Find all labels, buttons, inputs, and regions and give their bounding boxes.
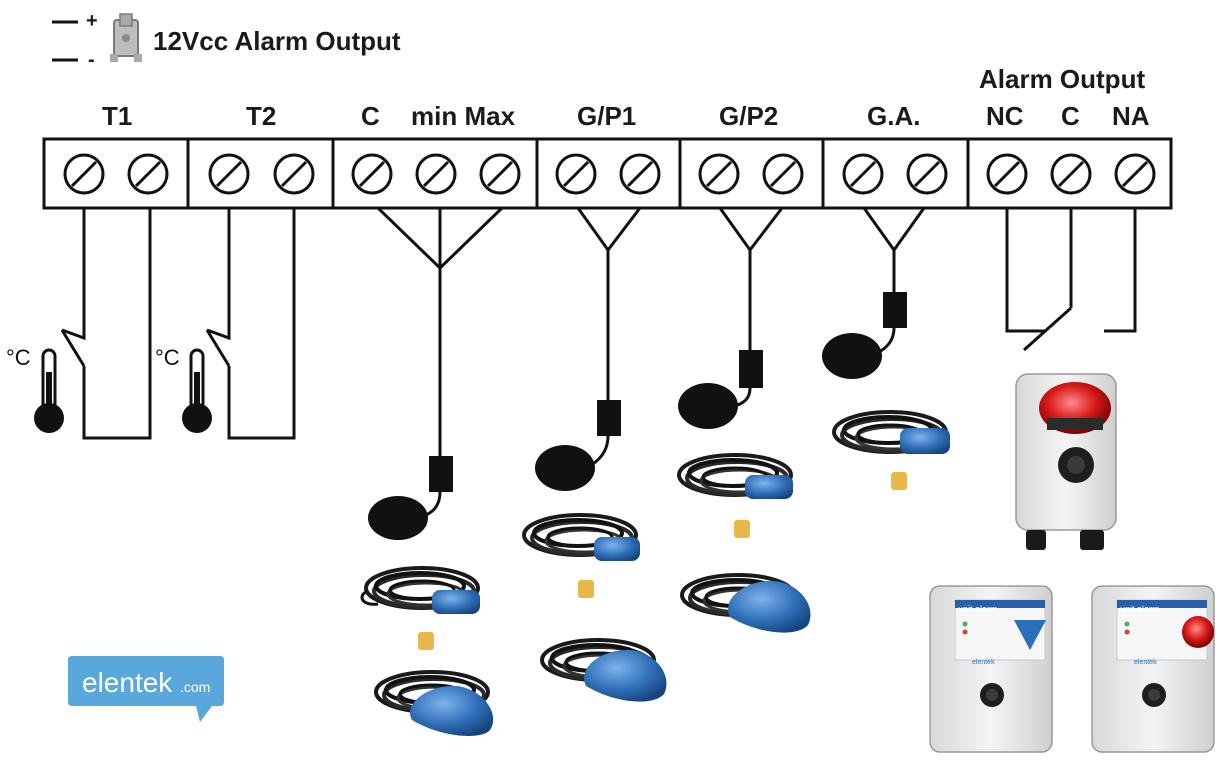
logo-name: elentek <box>82 667 173 698</box>
terminal-label-c2: C <box>1061 101 1080 131</box>
alarm-output-header: Alarm Output <box>979 64 1145 94</box>
panel-brand: elentek <box>972 659 995 666</box>
thermometer-icon <box>182 348 212 433</box>
float-cable-product <box>522 513 640 561</box>
terminal-label-t2: T2 <box>246 101 276 131</box>
float-switch-min-max <box>368 206 504 540</box>
screw-terminal <box>906 153 948 195</box>
legend-plus: + <box>86 10 98 32</box>
screw-terminal <box>555 153 597 195</box>
t1-unit: °C <box>6 345 31 370</box>
screw-terminal <box>619 153 661 195</box>
terminal-label-min-max: min Max <box>411 101 516 131</box>
beacon-alarm-box <box>1015 373 1117 550</box>
status-led <box>962 621 968 627</box>
screw-terminal <box>127 153 169 195</box>
t2-unit: °C <box>155 345 180 370</box>
thermometer-icon <box>34 348 64 433</box>
float-cable-product <box>677 453 793 499</box>
legend: + - 12Vcc Alarm Output <box>52 10 401 71</box>
counterweight <box>891 472 907 490</box>
elentek-logo: elentek .com <box>68 656 224 722</box>
terminal-label-ga: G.A. <box>867 101 920 131</box>
pear-float-product <box>540 638 667 702</box>
terminal-label-nc: NC <box>986 101 1024 131</box>
screw-terminal <box>762 153 804 195</box>
panel-label: unit alarm <box>1120 604 1160 614</box>
thermostat-t1: °C <box>6 208 152 440</box>
legend-title: 12Vcc Alarm Output <box>153 26 401 56</box>
counterweight <box>418 632 434 650</box>
terminal-label-t1: T1 <box>102 101 132 131</box>
terminal-label-gp1: G/P1 <box>577 101 636 131</box>
logo-suffix: .com <box>180 679 210 695</box>
status-led <box>1124 621 1130 627</box>
screw-terminal <box>986 153 1028 195</box>
screw-terminal <box>415 153 457 195</box>
panel-label: unit alarm <box>958 604 998 614</box>
screw-terminal <box>479 153 521 195</box>
screw-terminal <box>1114 153 1156 195</box>
float-switch-ga <box>822 207 926 379</box>
alarm-relay-contacts <box>1005 208 1137 352</box>
pear-float-product <box>680 573 811 633</box>
screw-terminal <box>698 153 740 195</box>
counterweight <box>734 520 750 538</box>
panel-brand: elentek <box>1134 659 1157 666</box>
float-switch-gp1 <box>535 207 642 491</box>
thermostat-t2: °C <box>155 208 296 440</box>
unit-alarm-panel: unit alarm elentek <box>1091 585 1215 753</box>
float-switch-gp2 <box>678 207 784 429</box>
unit-alarm-panel: unit alarm elentek <box>929 585 1053 753</box>
screw-terminal <box>273 153 315 195</box>
screw-terminal <box>842 153 884 195</box>
screw-terminal <box>208 153 250 195</box>
terminal-block <box>42 137 1173 210</box>
screw-terminal <box>351 153 393 195</box>
terminal-label-na: NA <box>1112 101 1150 131</box>
legend-minus: - <box>88 49 95 71</box>
float-cable-product <box>360 566 480 614</box>
status-led <box>962 629 968 635</box>
beacon-icon <box>1182 616 1214 648</box>
screw-terminal <box>63 153 105 195</box>
screw-terminal <box>1050 153 1092 195</box>
spade-connector-icon <box>110 13 142 62</box>
terminal-label-c: C <box>361 101 380 131</box>
counterweight <box>578 580 594 598</box>
pear-float-product <box>374 670 494 736</box>
status-led <box>1124 629 1130 635</box>
terminal-label-gp2: G/P2 <box>719 101 778 131</box>
float-cable-product <box>832 410 950 454</box>
